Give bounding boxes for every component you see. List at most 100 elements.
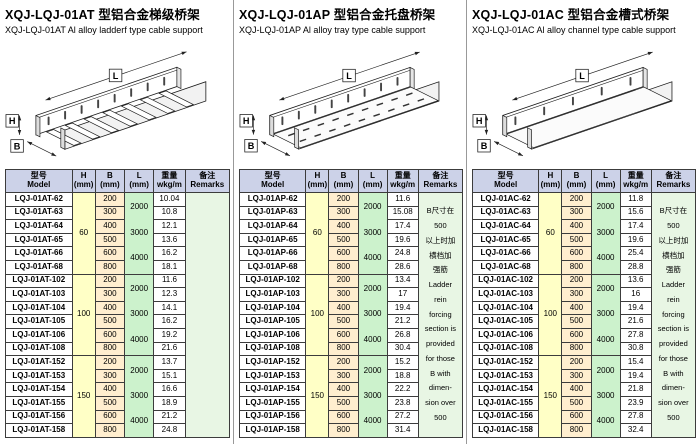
width-cell: 200	[94, 192, 126, 207]
weight-cell: 13.6	[619, 273, 652, 289]
length-value: 3000	[130, 227, 149, 237]
width-cell: 400	[328, 300, 359, 316]
width-cell: 400	[561, 300, 592, 316]
header-h: H(mm)	[71, 169, 96, 193]
length-value: 4000	[363, 416, 382, 426]
width-cell: 200	[328, 355, 359, 370]
width-cell: 500	[94, 395, 126, 411]
height-cell: 150	[538, 355, 563, 438]
model-cell: LQJ-01AP-105	[238, 314, 307, 329]
width-cell: 200	[561, 273, 592, 289]
model-cell: LQJ-01AC-102	[471, 273, 540, 289]
width-cell: 600	[561, 246, 592, 261]
weight-cell: 11.8	[619, 192, 652, 207]
weight-cell: 21.8	[619, 382, 652, 397]
model-cell: LQJ-01AP-153	[238, 368, 307, 384]
width-cell: 300	[561, 287, 592, 302]
length-value: 2000	[596, 365, 615, 375]
model-cell: LQJ-01AP-103	[238, 287, 307, 302]
weight-cell: 25.4	[619, 246, 652, 261]
weight-cell: 19.4	[386, 300, 419, 316]
model-cell: LQJ-01AP-108	[238, 341, 307, 357]
height-cell: 150	[305, 355, 330, 438]
weight-cell: 23.8	[386, 395, 419, 411]
remark-line: 强筋	[665, 265, 681, 275]
width-cell: 300	[561, 205, 592, 221]
weight-cell: 10.8	[153, 205, 186, 221]
remark-line: B尺寸在	[426, 206, 455, 216]
length-value: 3000	[130, 309, 149, 319]
weight-cell: 16.2	[153, 314, 186, 329]
length-value: 4000	[363, 334, 382, 344]
weight-cell: 27.8	[619, 409, 652, 425]
dim-label-box	[108, 68, 123, 83]
model-cell: LQJ-01AT-104	[5, 300, 73, 316]
width-cell: 500	[561, 314, 592, 329]
remark-line: for those	[425, 353, 455, 363]
width-cell: 500	[561, 395, 592, 411]
weight-cell: 23.9	[619, 395, 652, 411]
model-cell: LQJ-01AT-108	[5, 341, 73, 357]
width-cell: 200	[94, 273, 126, 289]
weight-cell: 27.8	[619, 327, 652, 343]
length-value: 4000	[596, 334, 615, 344]
width-cell: 400	[328, 382, 359, 397]
model-cell: LQJ-01AC-66	[471, 246, 540, 261]
model-cell: LQJ-01AT-153	[5, 368, 73, 384]
width-cell: 600	[94, 409, 126, 425]
width-cell: 200	[328, 192, 359, 207]
width-cell: 400	[328, 219, 359, 234]
weight-cell: 17.4	[619, 219, 652, 234]
tray-isometric-tray: HBL	[239, 51, 440, 157]
remark-line: 500	[434, 412, 447, 422]
width-cell: 600	[328, 409, 359, 425]
remark-line: Ladder	[428, 280, 453, 290]
height-cell: 150	[71, 355, 96, 438]
model-cell: LQJ-01AC-158	[471, 423, 540, 438]
weight-cell: 12.1	[153, 219, 186, 234]
weight-cell: 27.2	[386, 409, 419, 425]
remark-line: 横档加	[662, 250, 685, 260]
width-cell: 600	[328, 246, 359, 261]
length-value: 4000	[596, 253, 615, 263]
weight-cell: 15.1	[153, 368, 186, 384]
product-title-en: XQJ-LQJ-01AP Al alloy tray type cable su…	[239, 25, 426, 35]
model-cell: LQJ-01AP-155	[238, 395, 307, 411]
model-cell: LQJ-01AC-156	[471, 409, 540, 425]
weight-cell: 13.7	[153, 355, 186, 370]
width-cell: 500	[328, 232, 359, 248]
weight-cell: 22.2	[386, 382, 419, 397]
model-cell: LQJ-01AP-68	[238, 259, 307, 275]
width-cell: 600	[94, 246, 126, 261]
model-cell: LQJ-01AT-156	[5, 409, 73, 425]
model-cell: LQJ-01AC-155	[471, 395, 540, 411]
model-cell: LQJ-01AP-63	[238, 205, 307, 221]
